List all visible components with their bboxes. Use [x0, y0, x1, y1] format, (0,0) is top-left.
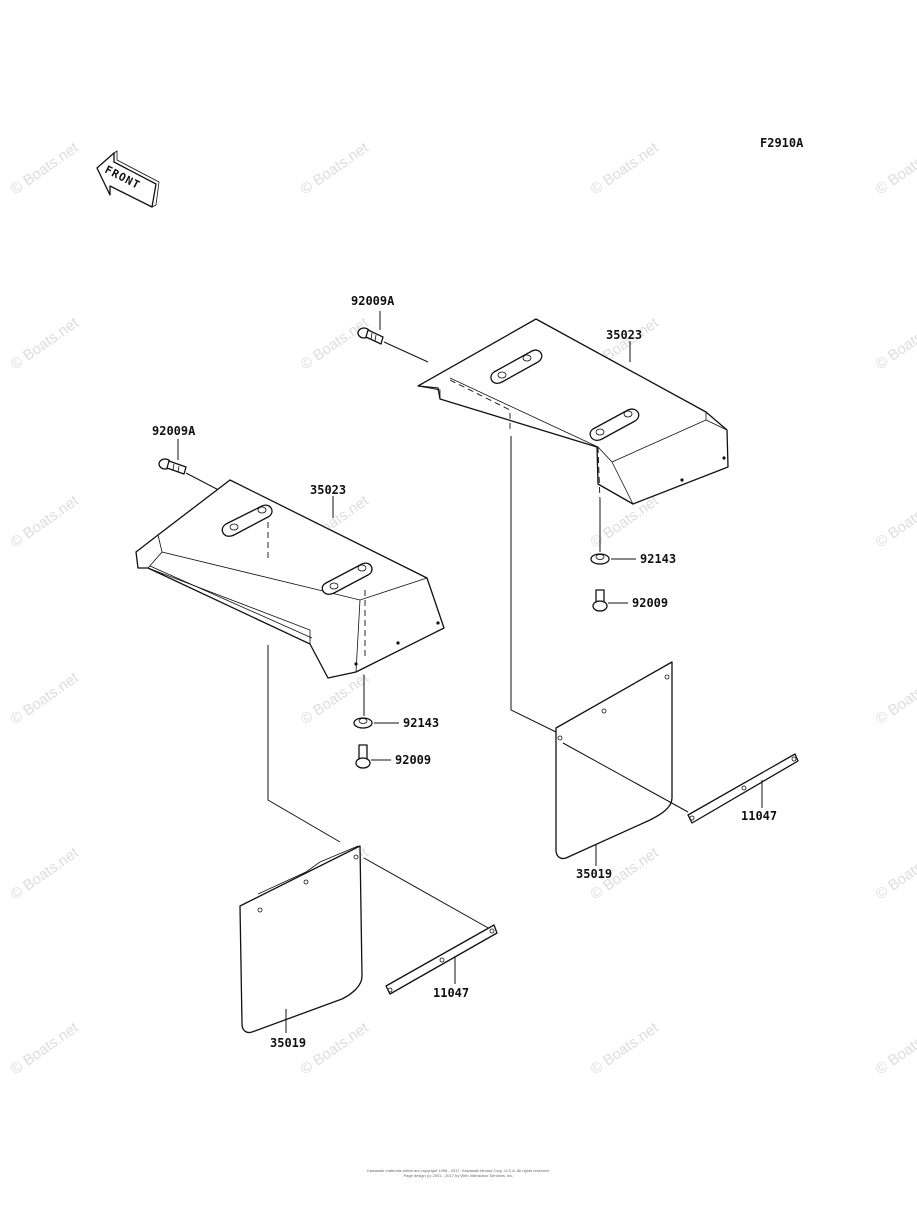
leader-line — [363, 857, 491, 930]
watermark-layer: © Boats.net © Boats.net © Boats.net © Bo… — [8, 139, 917, 1078]
callout-92143-right: 92143 — [640, 552, 676, 566]
watermark: © Boats.net — [873, 669, 917, 728]
right-fender-assembly: 92009A 35023 — [351, 294, 799, 881]
watermark: © Boats.net — [873, 844, 917, 903]
watermark: © Boats.net — [8, 1019, 83, 1078]
callout-11047-left: 11047 — [433, 986, 469, 1000]
bolt-icon — [357, 327, 384, 345]
watermark: © Boats.net — [8, 669, 83, 728]
watermark: © Boats.net — [588, 1019, 663, 1078]
callout-35019-left: 35019 — [270, 1036, 306, 1050]
bolt-icon — [592, 589, 608, 612]
watermark: © Boats.net — [8, 492, 83, 551]
figure-code: F2910A — [760, 136, 804, 150]
leader-line — [510, 436, 557, 733]
watermark: © Boats.net — [873, 314, 917, 373]
leader-line — [383, 341, 429, 363]
watermark: © Boats.net — [588, 492, 663, 551]
callout-35023-right: 35023 — [606, 328, 642, 342]
watermark: © Boats.net — [873, 492, 917, 551]
callout-11047-right: 11047 — [741, 809, 777, 823]
washer-icon — [353, 717, 373, 729]
watermark: © Boats.net — [588, 139, 663, 198]
callout-92143-left: 92143 — [403, 716, 439, 730]
callout-92009-right: 92009 — [632, 596, 668, 610]
watermark: © Boats.net — [298, 1019, 373, 1078]
watermark: © Boats.net — [873, 139, 917, 198]
mud-flap-left — [239, 845, 363, 1034]
front-arrow-icon: FRONT — [96, 150, 160, 208]
watermark: © Boats.net — [8, 139, 83, 198]
leader-line — [267, 645, 341, 843]
copyright-line: Page design (c) 2001 - 2017 by Web Inter… — [403, 1173, 514, 1178]
watermark: © Boats.net — [298, 314, 373, 373]
rear-fender-right — [417, 318, 729, 505]
reinforcement-strip-left — [385, 924, 498, 995]
callout-92009a-left: 92009A — [152, 424, 196, 438]
callout-92009a-right: 92009A — [351, 294, 395, 308]
copyright-line: Kawasaki materials within are copyright … — [367, 1168, 550, 1173]
callout-92009-left: 92009 — [395, 753, 431, 767]
left-fender-assembly: 92009A — [135, 424, 498, 1050]
watermark: © Boats.net — [873, 1019, 917, 1078]
bolt-icon — [355, 744, 371, 769]
rear-fender-left — [135, 479, 445, 679]
washer-icon — [590, 553, 610, 565]
copyright-footer: Kawasaki materials within are copyright … — [0, 1168, 917, 1178]
callout-35023-left: 35023 — [310, 483, 346, 497]
watermark: © Boats.net — [8, 314, 83, 373]
reinforcement-strip-right — [687, 753, 799, 824]
mud-flap-right — [555, 661, 673, 860]
callout-35019-right: 35019 — [576, 867, 612, 881]
watermark: © Boats.net — [8, 844, 83, 903]
watermark: © Boats.net — [298, 139, 373, 198]
bolt-icon — [158, 458, 187, 475]
leader-line — [562, 742, 689, 813]
